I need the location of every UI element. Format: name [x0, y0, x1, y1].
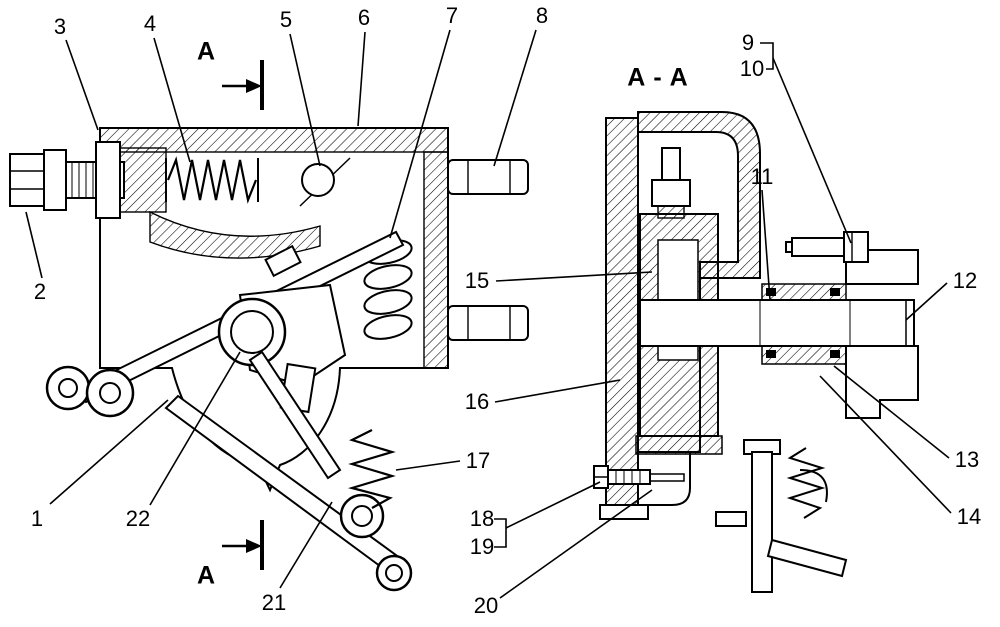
adjusting-screw: [593, 465, 685, 489]
flyweight: [651, 147, 691, 219]
shaft-housing-bottom: [845, 345, 919, 419]
mounting-studs: [447, 159, 529, 341]
lower-lever: [164, 350, 413, 592]
section-view: [593, 111, 919, 593]
section-arrow-top: [222, 60, 264, 110]
return-spring: [347, 429, 396, 509]
roller: [301, 163, 335, 197]
lower-linkage: [715, 439, 848, 593]
bearing-collars: [761, 283, 847, 365]
left-view: [9, 60, 529, 592]
link-bolt: [264, 244, 302, 278]
leader-lines: [25, 29, 952, 599]
adjusting-bolt: [9, 141, 125, 219]
shaft: [639, 299, 915, 347]
section-arrow-bottom: [222, 520, 264, 570]
locating-bolt: [785, 231, 869, 263]
back-plate: [605, 117, 639, 509]
idle-spring: [165, 156, 259, 204]
